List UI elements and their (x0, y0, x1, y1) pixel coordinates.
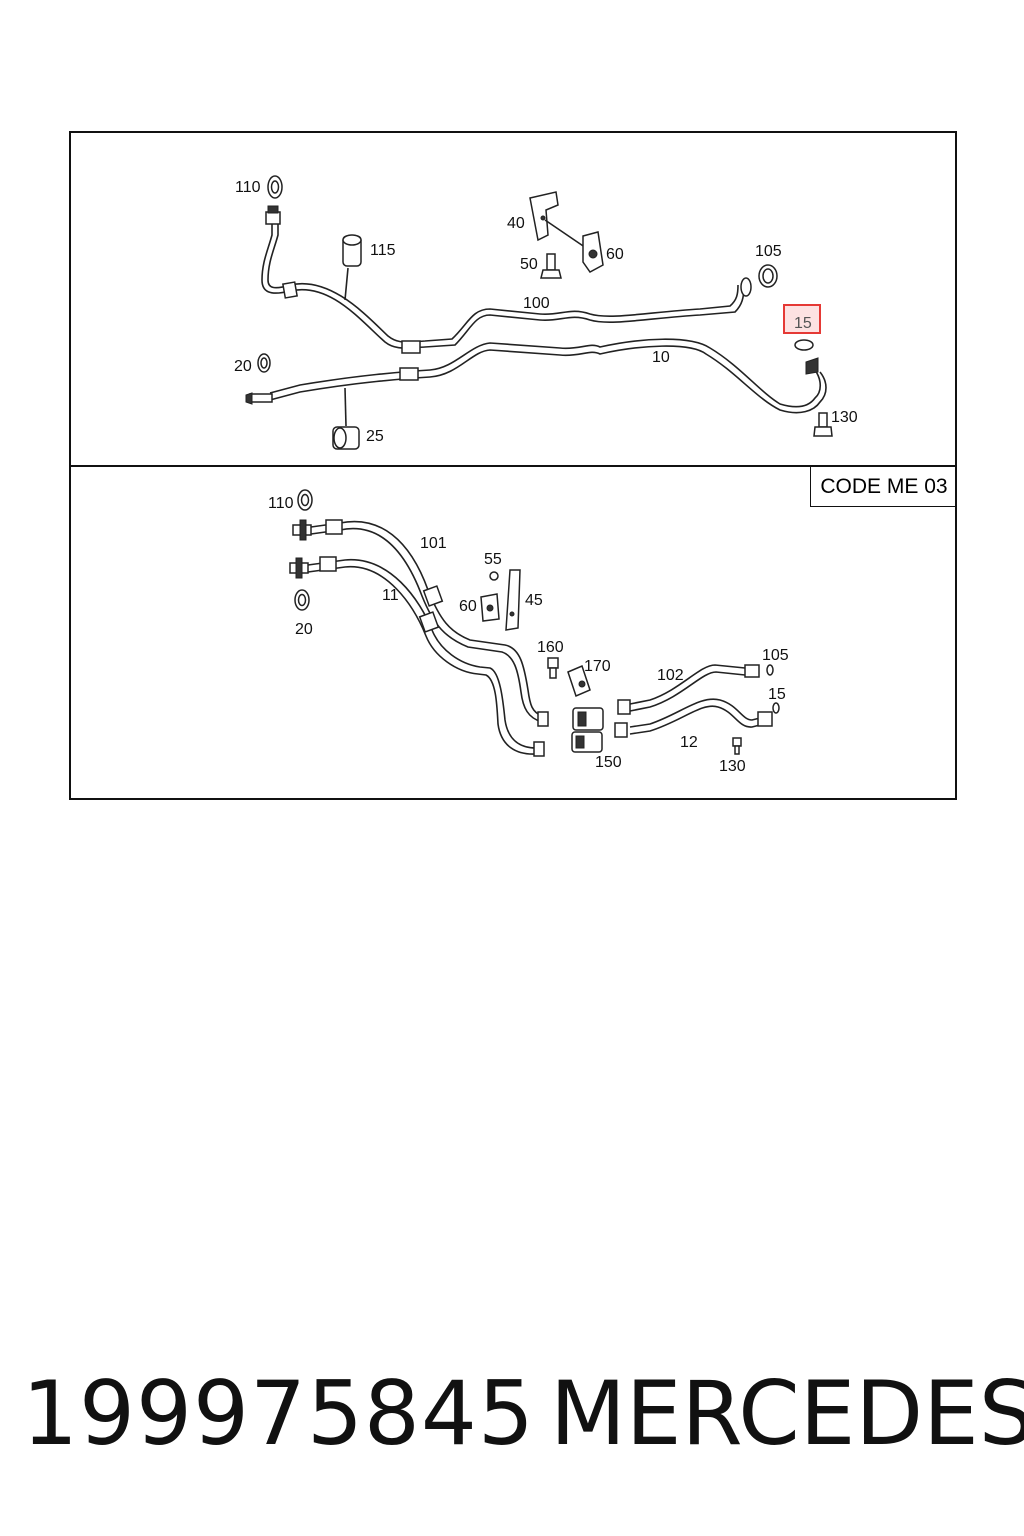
callout-bottom-150: 150 (595, 754, 622, 771)
callout-bottom-20: 20 (295, 621, 313, 638)
callout-top-115: 115 (370, 242, 396, 259)
callout-top-20: 20 (234, 358, 252, 375)
callout-top-50: 50 (520, 256, 538, 273)
callout-bottom-170: 170 (584, 658, 611, 675)
callout-labels: 110 115 40 60 50 105 100 15 10 20 25 130… (234, 179, 858, 775)
callout-bottom-101: 101 (420, 535, 447, 552)
callout-top-130: 130 (831, 409, 858, 426)
callout-bottom-102: 102 (657, 667, 684, 684)
callout-bottom-55: 55 (484, 551, 502, 568)
callout-top-15: 15 (794, 315, 812, 332)
callout-top-100: 100 (523, 295, 550, 312)
callout-bottom-110: 110 (268, 495, 294, 512)
callout-bottom-15: 15 (768, 686, 786, 703)
callout-top-105: 105 (755, 243, 782, 260)
callout-bottom-160: 160 (537, 639, 564, 656)
part-number: 199975845 (22, 1362, 535, 1465)
callout-bottom-130: 130 (719, 758, 746, 775)
panel-divider (69, 465, 957, 467)
callout-bottom-60: 60 (459, 598, 477, 615)
callout-bottom-105: 105 (762, 647, 789, 664)
bottom-panel-drawing (289, 489, 780, 757)
callout-top-110: 110 (235, 179, 261, 196)
callout-bottom-45: 45 (525, 592, 543, 609)
callout-top-60: 60 (606, 246, 624, 263)
callout-top-40: 40 (507, 215, 525, 232)
callout-bottom-12: 12 (680, 734, 698, 751)
top-panel-drawing (245, 175, 833, 450)
highlight-box-15 (783, 304, 821, 334)
code-label: CODE ME 03 (810, 467, 957, 507)
brand-name: MERCEDES (550, 1362, 1024, 1465)
callout-top-10: 10 (652, 349, 670, 366)
callout-top-25: 25 (366, 428, 384, 445)
callout-bottom-11: 11 (382, 587, 399, 604)
